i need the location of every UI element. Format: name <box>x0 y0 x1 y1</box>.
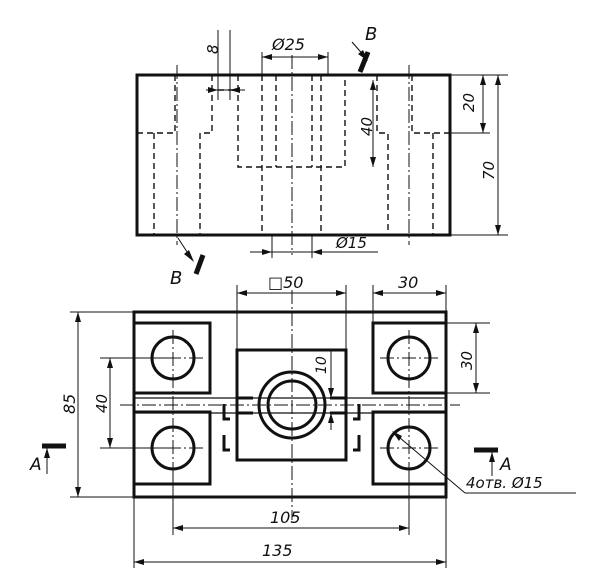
dim-label-10: 10 <box>314 356 330 374</box>
dim-label-30-width: 30 <box>398 273 418 292</box>
dim-label-d25: Ø25 <box>271 35 305 54</box>
dim-slot: 10 <box>314 350 334 430</box>
dim-label-105: 105 <box>270 508 301 527</box>
section-label-b-top: B <box>365 24 377 45</box>
dim-pad-height: 30 <box>446 322 490 394</box>
dim-label-70: 70 <box>480 161 498 180</box>
dim-label-85: 85 <box>60 394 79 414</box>
section-label-a-left: A <box>29 455 42 475</box>
section-a-right: A <box>474 447 512 476</box>
dim-label-135: 135 <box>262 541 293 560</box>
dim-square: □50 <box>236 273 347 350</box>
holes-callout-label: 4отв. Ø15 <box>466 474 543 492</box>
section-b-bottom: B <box>170 237 206 289</box>
section-label-a-right: A <box>499 455 512 475</box>
section-b-top: B <box>351 24 377 73</box>
dim-label-d15: Ø15 <box>335 234 367 252</box>
holes-callout: 4отв. Ø15 <box>392 431 576 494</box>
dim-hole-spacing-x: 105 <box>172 470 410 535</box>
dim-heights: 20 70 <box>450 74 508 236</box>
dim-total-width: 135 <box>133 497 447 568</box>
section-a-left: A <box>29 443 66 475</box>
dim-hole-top-offset: 8 <box>204 30 245 100</box>
dim-label-30-height: 30 <box>458 351 476 370</box>
dim-hole-diameter: Ø15 <box>250 234 378 258</box>
dim-label-sq50: □50 <box>268 273 303 292</box>
front-view: 8 Ø25 40 20 <box>135 24 508 289</box>
dim-bore-depth: 40 <box>358 80 376 167</box>
section-label-b-bottom: B <box>170 268 182 289</box>
front-view-outline <box>135 73 452 237</box>
top-view: □50 30 30 10 <box>29 273 576 568</box>
dim-label-20: 20 <box>460 93 478 112</box>
dim-hole-spacing-y: 40 <box>93 357 173 449</box>
dim-label-8: 8 <box>204 44 222 54</box>
dim-label-40-depth: 40 <box>358 117 376 136</box>
dim-bore-diameter: Ø25 <box>261 35 329 75</box>
dim-total-depth: 85 <box>60 311 134 498</box>
dim-pad-width: 30 <box>372 273 447 323</box>
hidden-lines <box>137 75 450 235</box>
dim-label-40-spacing: 40 <box>93 394 111 413</box>
